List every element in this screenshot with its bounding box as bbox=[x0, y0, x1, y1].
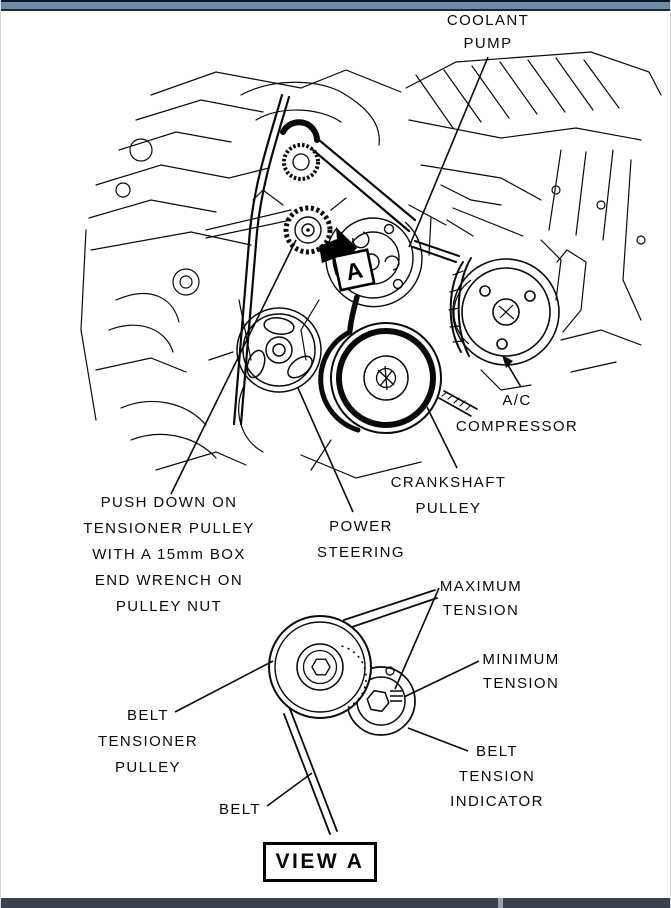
minimum-tension-label: MINIMUM TENSION bbox=[482, 651, 560, 692]
coolant-pump-label: COOLANT PUMP bbox=[446, 12, 530, 52]
power-steering-pulley bbox=[236, 307, 322, 393]
belt-tensioner-pulley-leader bbox=[174, 660, 274, 713]
main-view-leader-lines bbox=[170, 56, 522, 513]
alternator-pulley bbox=[282, 143, 320, 181]
belt-leader bbox=[266, 772, 313, 807]
belt-tension-indicator-leader bbox=[407, 727, 469, 752]
belt-tensioner-pulley-label: BELT TENSIONER PULLEY bbox=[97, 707, 199, 776]
bottom-bar-divider bbox=[498, 898, 503, 908]
ac-compressor-leader-arrowhead bbox=[502, 355, 513, 368]
view-a-caption-box: VIEW A bbox=[263, 842, 377, 882]
power-steering-leader bbox=[297, 387, 354, 513]
ac-compressor-label: A/C COMPRESSOR bbox=[455, 392, 579, 435]
crankshaft-pulley-label: CRANKSHAFT PULLEY bbox=[390, 474, 507, 517]
detail-leader-lines bbox=[174, 587, 480, 807]
belt-tensioner-pulley-detail bbox=[268, 615, 372, 719]
power-steering-label: POWER STEERING bbox=[317, 518, 405, 561]
coolant-pump-leader bbox=[408, 56, 489, 248]
engine-sketch bbox=[80, 51, 662, 479]
view-a-marker-letter: A bbox=[343, 257, 365, 286]
tension-scale-ticks bbox=[390, 690, 403, 702]
pulley-nut bbox=[311, 658, 331, 676]
tensioner-direction-arrow bbox=[319, 227, 357, 269]
tensioner-note-leader bbox=[170, 239, 297, 495]
crankshaft-leader bbox=[426, 406, 458, 469]
maximum-tension-leader bbox=[394, 587, 440, 690]
window-bottom-bar bbox=[1, 898, 670, 908]
belt-label: BELT bbox=[218, 801, 261, 818]
ac-compressor bbox=[452, 258, 560, 366]
detail-view bbox=[174, 587, 480, 835]
window-top-bar bbox=[1, 0, 670, 11]
maximum-tension-label: MAXIMUM TENSION bbox=[439, 578, 523, 619]
tensioner-instruction-note: PUSH DOWN ON TENSIONER PULLEY WITH A 15m… bbox=[83, 494, 255, 615]
view-a-marker-box: A bbox=[332, 248, 376, 292]
tensioner-pulley bbox=[283, 205, 333, 255]
hidden-indicator-edge-dotted bbox=[341, 645, 367, 710]
minimum-tension-leader bbox=[403, 660, 480, 698]
detail-belt bbox=[283, 589, 438, 835]
crankshaft-pulley bbox=[330, 322, 442, 434]
belt-tension-indicator-label: BELT TENSION INDICATOR bbox=[450, 743, 544, 810]
serpentine-belt bbox=[232, 93, 478, 433]
